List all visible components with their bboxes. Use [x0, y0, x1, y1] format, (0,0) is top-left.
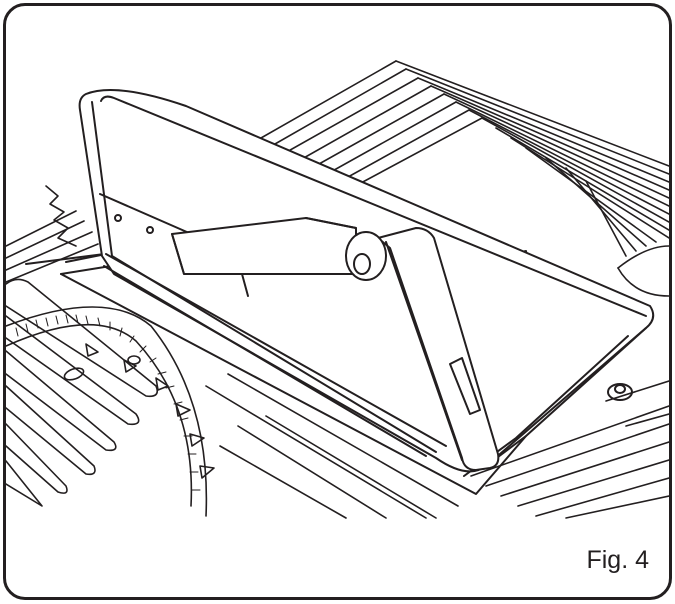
table-knob	[607, 383, 633, 401]
pivot-bracket	[171, 217, 387, 297]
miter-gauge-dial	[6, 306, 215, 517]
table-saw-blade-guard-illustration	[6, 60, 669, 519]
front-table-slots	[6, 278, 669, 519]
figure-caption: Fig. 4	[586, 546, 649, 574]
figure-frame: Fig. 4	[3, 3, 672, 600]
torn-ribbed-strip	[6, 185, 99, 283]
spreader-arm	[377, 227, 500, 471]
blade-guard	[78, 89, 655, 477]
